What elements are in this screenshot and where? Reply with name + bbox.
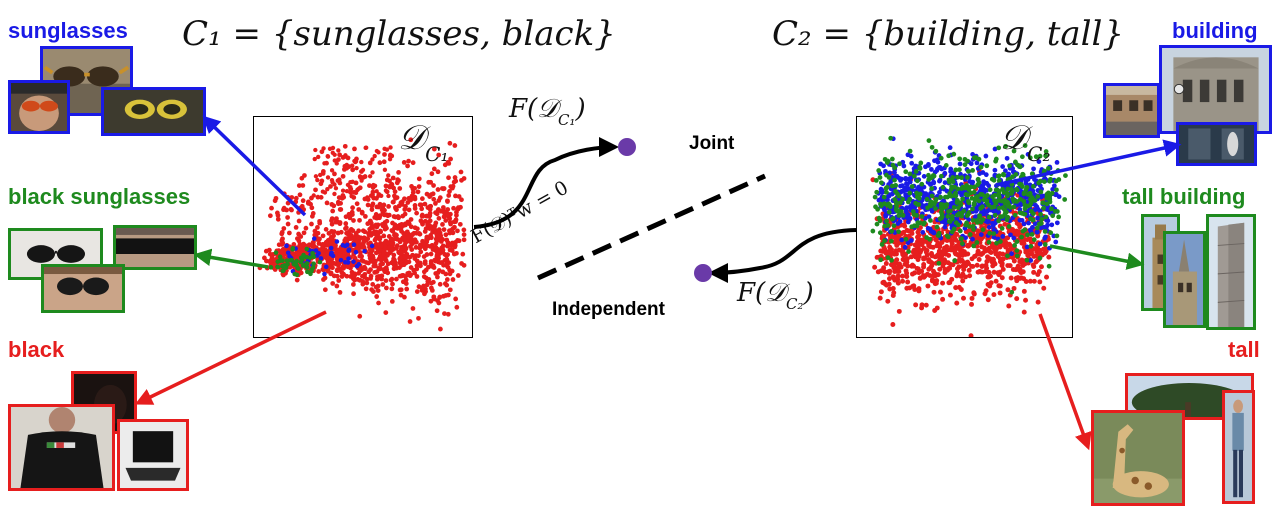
f-dc2-close: ) <box>803 278 814 308</box>
f-dc1-main: F(𝒟 <box>509 94 558 124</box>
d-c1-subscript: C₁ <box>425 142 449 166</box>
scatter-panel-c2 <box>856 116 1073 338</box>
label-black: black <box>8 337 65 362</box>
f-dc1-close: ) <box>575 94 586 124</box>
label-tall-building: tall building <box>1122 184 1246 209</box>
f-dc2-label: F(𝒟C₂) <box>737 278 814 313</box>
sunglasses-thumbnail-3 <box>101 87 206 136</box>
separating-hyperplane-line <box>536 173 767 281</box>
hyperplane-equation: F(𝒟)ᵀw = 0 <box>467 176 573 248</box>
sunglasses-thumbnail-2 <box>8 80 70 134</box>
green-points-c1 <box>268 246 323 278</box>
d-c2-subscript: C₂ <box>1027 142 1051 166</box>
black-thumbnail-3 <box>117 419 189 491</box>
black-sunglasses-thumbnail-3 <box>41 264 125 313</box>
d-c2-symbol: 𝒟 <box>1000 118 1028 158</box>
tall-building-thumbnail-3 <box>1206 214 1256 330</box>
c1-set-heading: C₁ = {sunglasses, black} <box>182 14 616 54</box>
building-thumbnail-1 <box>1103 83 1160 138</box>
c2-set-heading: C₂ = {building, tall} <box>772 14 1125 54</box>
f-dc1-point <box>618 138 636 156</box>
f-dc2-main: F(𝒟 <box>737 278 786 308</box>
tall-thumbnail-2 <box>1222 390 1255 504</box>
curve-to-f-dc2 <box>708 228 857 283</box>
building-thumbnail-2 <box>1159 45 1272 134</box>
label-black-sunglasses: black sunglasses <box>8 184 191 209</box>
d-c2-label: 𝒟C₂ <box>1000 118 1050 166</box>
f-dc1-label: F(𝒟C₁) <box>509 94 586 129</box>
label-building: building <box>1172 18 1258 43</box>
building-thumbnail-3 <box>1176 122 1257 166</box>
tall-thumbnail-3 <box>1091 410 1185 506</box>
scatter-plot-c2 <box>870 135 1068 337</box>
d-c1-label: 𝒟C₁ <box>398 118 448 166</box>
independent-label: Independent <box>552 299 665 320</box>
f-dc2-subscript: C₂ <box>785 295 804 313</box>
f-dc1-subscript: C₁ <box>557 111 576 129</box>
label-tall: tall <box>1228 337 1260 362</box>
label-sunglasses: sunglasses <box>8 18 128 43</box>
joint-label: Joint <box>689 133 735 154</box>
d-c1-symbol: 𝒟 <box>398 118 426 158</box>
black-sunglasses-thumbnail-2 <box>113 225 197 270</box>
red-tail-c1 <box>311 145 393 199</box>
red-cloud-c1 <box>257 137 467 332</box>
tall-building-thumbnail-2 <box>1163 231 1206 328</box>
f-dc2-point <box>694 264 712 282</box>
black-thumbnail-2 <box>8 404 115 491</box>
